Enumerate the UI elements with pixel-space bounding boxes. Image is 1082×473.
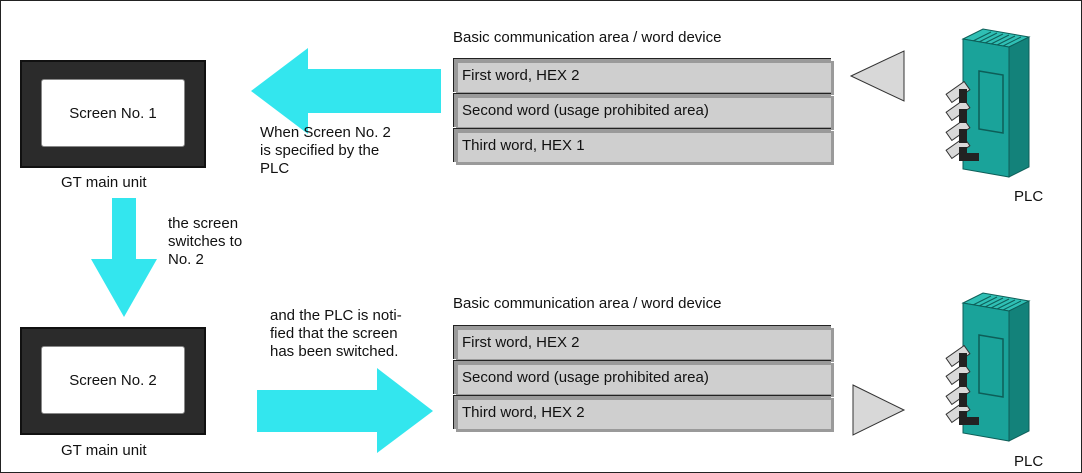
word-row-top-3: Third word, HEX 1 [453, 128, 831, 162]
note-bottom: and the PLC is noti- fied that the scree… [270, 307, 402, 360]
unit-caption-bottom: GT main unit [61, 442, 147, 459]
word-list-top: First word, HEX 2 Second word (usage pro… [453, 58, 831, 162]
gt-screen-top: Screen No. 1 [41, 79, 185, 147]
screen-label-top: Screen No. 1 [69, 104, 157, 122]
plc-icon-bottom [945, 292, 1031, 442]
triangle-left-top [849, 50, 905, 102]
word-row-bottom-1: First word, HEX 2 [453, 325, 831, 359]
gt-screen-bottom: Screen No. 2 [41, 346, 185, 414]
unit-caption-top: GT main unit [61, 174, 147, 191]
area-title-bottom: Basic communication area / word device [453, 295, 722, 312]
word-list-bottom: First word, HEX 2 Second word (usage pro… [453, 325, 831, 429]
gt-unit-bottom: Screen No. 2 [20, 327, 206, 435]
word-row-bottom-3: Third word, HEX 2 [453, 395, 831, 429]
arrow-right-bottom [257, 368, 433, 453]
arrow-left-top [251, 48, 441, 134]
word-row-top-1: First word, HEX 2 [453, 58, 831, 92]
word-row-top-2: Second word (usage prohibited area) [453, 93, 831, 127]
plc-label-bottom: PLC [1014, 453, 1044, 470]
arrow-down [91, 198, 157, 317]
gt-unit-top: Screen No. 1 [20, 60, 206, 168]
word-row-bottom-2: Second word (usage prohibited area) [453, 360, 831, 394]
area-title-top: Basic communication area / word device [453, 29, 722, 46]
note-top: When Screen No. 2 is specified by the PL… [260, 124, 391, 177]
screen-label-bottom: Screen No. 2 [69, 371, 157, 389]
note-middle: the screen switches to No. 2 [168, 215, 243, 268]
plc-icon-top [945, 28, 1031, 178]
triangle-right-bottom [852, 384, 906, 436]
plc-label-top: PLC [1014, 188, 1044, 205]
